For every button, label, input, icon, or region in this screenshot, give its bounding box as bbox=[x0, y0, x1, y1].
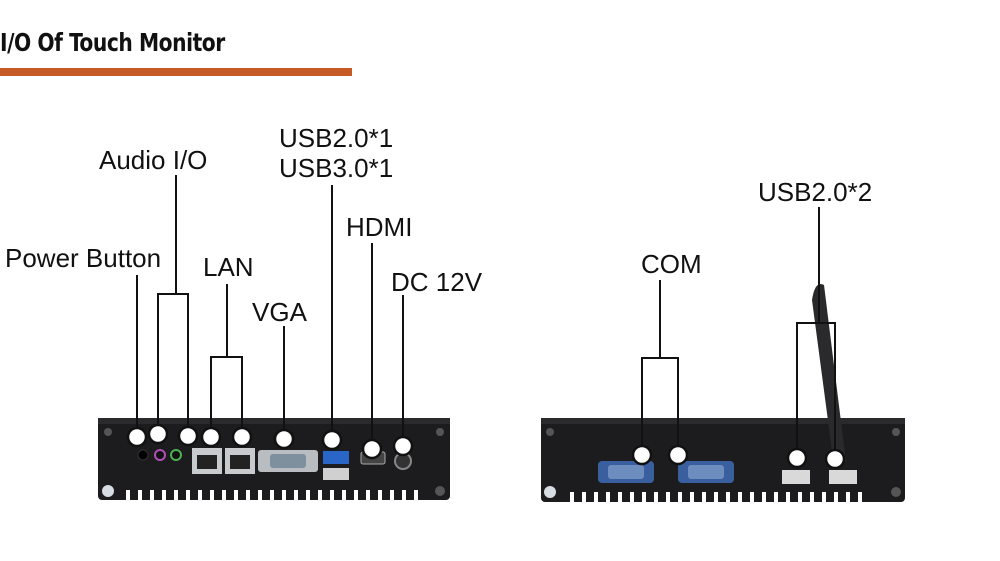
label-usb2x2: USB2.0*2 bbox=[758, 177, 873, 207]
label-vga: VGA bbox=[252, 297, 307, 327]
label-dc: DC 12V bbox=[391, 267, 483, 297]
label-com: COM bbox=[641, 249, 702, 279]
label-usb-line1: USB2.0*1 bbox=[279, 123, 394, 153]
title-underline bbox=[0, 68, 352, 76]
callout-markers bbox=[126, 423, 846, 470]
label-lan: LAN bbox=[203, 252, 254, 282]
callout-lines bbox=[136, 175, 836, 450]
label-usb-line2: USB3.0*1 bbox=[279, 153, 394, 183]
page-title: I/O Of Touch Monitor bbox=[0, 28, 225, 57]
back-panel-device bbox=[541, 284, 905, 502]
label-hdmi: HDMI bbox=[346, 212, 413, 242]
label-audio-io: Audio I/O bbox=[99, 145, 208, 175]
label-power-button: Power Button bbox=[5, 243, 162, 273]
